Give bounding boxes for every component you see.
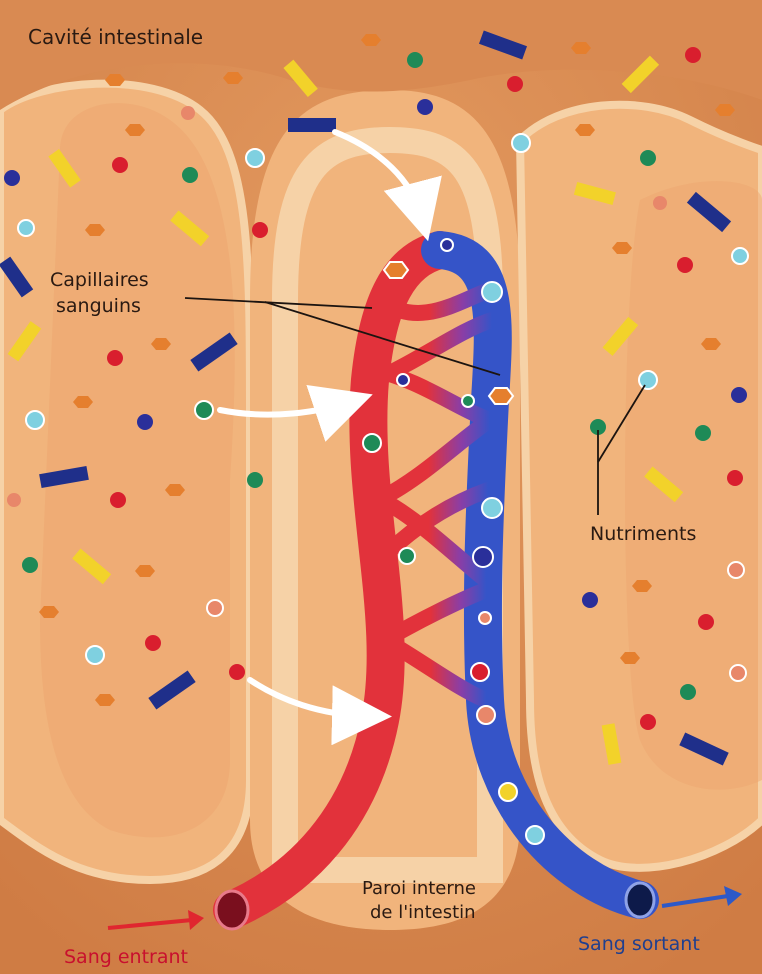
- nutrient-hexagon: [489, 388, 513, 404]
- nutrient-dot: [363, 434, 381, 452]
- nutrient-dot: [252, 222, 268, 238]
- nutrient-dot: [195, 401, 213, 419]
- nutrients-label: Nutriments: [590, 523, 696, 545]
- capillaries-label-line1: Capillaires: [50, 269, 149, 291]
- nutrient-dot: [685, 47, 701, 63]
- nutrient-dot: [137, 414, 153, 430]
- artery-opening: [216, 891, 248, 929]
- nutrient-dot: [507, 76, 523, 92]
- nutrient-dot: [730, 665, 746, 681]
- nutrient-dot: [479, 612, 491, 624]
- nutrient-dot: [640, 150, 656, 166]
- nutrient-hexagon: [384, 262, 408, 278]
- nutrient-dot: [473, 547, 493, 567]
- nutrient-dot: [462, 395, 474, 407]
- nutrient-dot: [441, 239, 453, 251]
- nutrient-dot: [397, 374, 409, 386]
- nutrient-dot: [477, 706, 495, 724]
- nutrient-dot: [698, 614, 714, 630]
- nutrient-dot: [181, 106, 195, 120]
- nutrient-dot: [112, 157, 128, 173]
- nutrient-dot: [639, 371, 657, 389]
- nutrient-dot: [26, 411, 44, 429]
- nutrient-dot: [22, 557, 38, 573]
- nutrient-dot: [526, 826, 544, 844]
- nutrient-dot: [482, 498, 502, 518]
- nutrient-dot: [145, 635, 161, 651]
- nutrient-dot: [399, 548, 415, 564]
- nutrient-dot: [407, 52, 423, 68]
- nutrient-dot: [677, 257, 693, 273]
- nutrient-dot: [482, 282, 502, 302]
- nutrient-dot: [653, 196, 667, 210]
- nutrient-dot: [86, 646, 104, 664]
- cavity-label: Cavité intestinale: [28, 25, 203, 49]
- nutrient-dot: [512, 134, 530, 152]
- nutrient-dot: [18, 220, 34, 236]
- blood-in-label: Sang entrant: [64, 946, 188, 968]
- capillaries-label-line2: sanguins: [56, 295, 141, 317]
- nutrient-dot: [640, 714, 656, 730]
- vein-opening: [626, 883, 654, 917]
- nutrient-dot: [107, 350, 123, 366]
- nutrient-dot: [4, 170, 20, 186]
- nutrient-dot: [247, 472, 263, 488]
- nutrient-dot: [182, 167, 198, 183]
- nutrient-dot: [417, 99, 433, 115]
- nutrient-dot: [229, 664, 245, 680]
- nutrient-dot: [246, 149, 264, 167]
- nutrient-dot: [680, 684, 696, 700]
- wall-label-line2: de l'intestin: [370, 902, 476, 923]
- nutrient-dot: [728, 562, 744, 578]
- nutrient-dot-yellow: [499, 783, 517, 801]
- nutrient-dot: [7, 493, 21, 507]
- nutrient-dot: [471, 663, 489, 681]
- nutrient-dot: [731, 387, 747, 403]
- nutrient-bar: [288, 118, 336, 132]
- blood-out-label: Sang sortant: [578, 933, 700, 955]
- nutrient-dot: [582, 592, 598, 608]
- wall-label-line1: Paroi interne: [362, 878, 476, 899]
- nutrient-dot: [732, 248, 748, 264]
- nutrient-dot: [110, 492, 126, 508]
- nutrient-dot: [727, 470, 743, 486]
- villus-right-inner: [625, 181, 762, 790]
- nutrient-dot: [695, 425, 711, 441]
- nutrient-dot: [207, 600, 223, 616]
